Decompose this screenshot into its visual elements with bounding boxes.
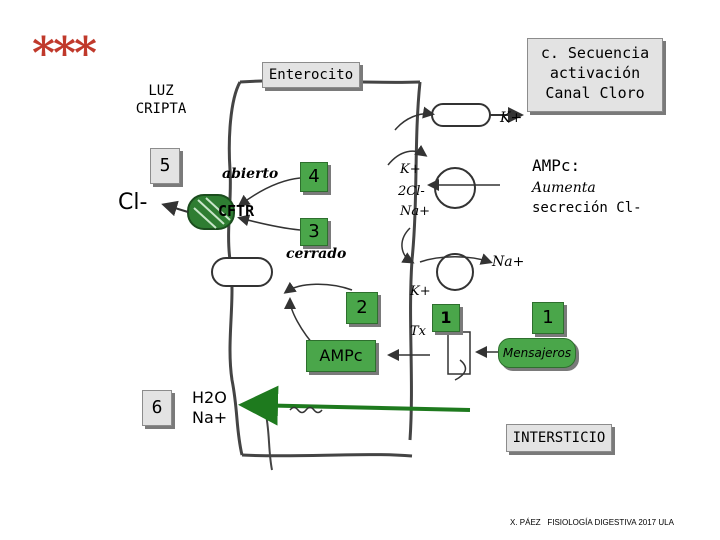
enterocyte-label: Enterocito — [262, 62, 360, 88]
k-channel-basal — [211, 257, 273, 287]
ampc-effect-line1: Aumenta — [532, 180, 596, 196]
step-4-box: 4 — [300, 162, 328, 192]
k-ion-top-label: K+ — [500, 110, 523, 126]
k-ion-low-label: K+ — [410, 284, 431, 299]
step-1-outer-box: 1 — [532, 302, 564, 334]
cftr-label: CFTR — [218, 202, 255, 220]
step-2-box: 2 — [346, 292, 378, 324]
messengers-box: Mensajeros — [498, 338, 576, 368]
importance-marker: *** — [32, 28, 97, 79]
open-state-label: abierto — [222, 166, 279, 182]
interstitium-box: INTERSTICIO — [506, 424, 612, 452]
receptor — [447, 331, 471, 375]
k-channel-top — [431, 103, 491, 127]
nkcc-transporter — [434, 167, 476, 209]
step-1-inner-box: 1 — [432, 304, 460, 332]
bottom-membrane — [241, 453, 413, 458]
step-6-box: 6 — [142, 390, 172, 426]
tx-label: Tx — [410, 324, 427, 339]
crypt-lumen-label: LUZ CRIPTA — [135, 83, 187, 117]
ampc-box: AMPc — [306, 340, 376, 372]
footer-credit: X. PÁEZ FISIOLOGÍA DIGESTIVA 2017 ULA — [510, 518, 674, 527]
step-3-box: 3 — [300, 218, 328, 246]
closed-state-label: cerrado — [286, 246, 347, 262]
chloride-ion-label: Cl- — [118, 190, 148, 215]
na-ion-right-label: Na+ — [492, 254, 525, 270]
paracellular-flow-arrow — [238, 385, 471, 426]
title-box: c. Secuencia activación Canal Cloro — [527, 38, 663, 112]
na-ion-mid-label: Na+ — [400, 204, 431, 219]
sodium-label: Na+ — [192, 408, 228, 427]
cl-ion-mid-label: 2Cl- — [398, 184, 425, 199]
na-k-pump — [436, 253, 474, 291]
step-5-box: 5 — [150, 148, 180, 184]
ampc-effect-line2: secreción Cl- — [532, 200, 642, 216]
title-text: c. Secuencia activación Canal Cloro — [540, 44, 650, 102]
lateral-membrane — [264, 409, 273, 471]
ampc-effect-title: AMPc: — [532, 156, 581, 175]
water-label: H2O — [192, 388, 227, 407]
k-ion-mid-label: K+ — [400, 162, 421, 177]
